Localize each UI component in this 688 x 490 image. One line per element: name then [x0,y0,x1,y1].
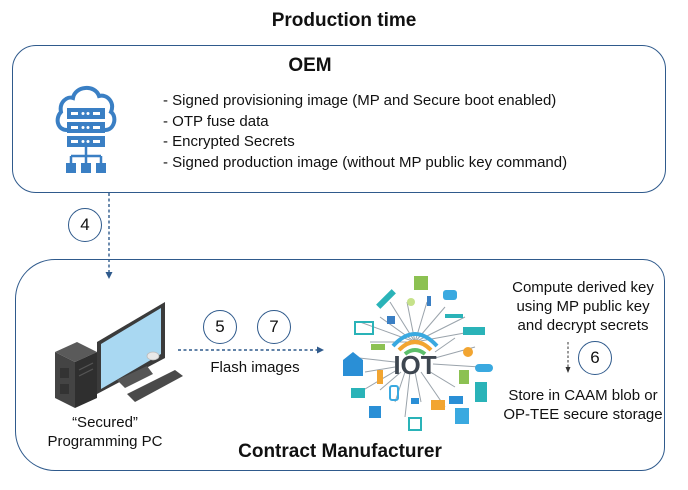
step-5-badge: 5 [203,310,237,344]
iot-text: IOT [393,350,436,380]
pc-label-line1: “Secured” [72,414,138,431]
diagram-title: Production time [271,10,417,31]
store-line-2: OP-TEE secure storage [503,406,663,423]
cloud-server-icon [55,86,117,173]
contract-manufacturer-title: Contract Manufacturer [238,441,442,462]
compute-derived-key-text: Compute derived key using MP public key … [498,278,668,335]
step-4-badge: 4 [68,208,102,242]
store-secrets-text: Store in CAAM blob or OP-TEE secure stor… [488,386,678,424]
list-item: - OTP fuse data [163,112,269,130]
step-6-badge: 6 [578,341,612,375]
compute-line-2: using MP public key [516,298,650,315]
compute-to-store-arrow [565,342,571,373]
oem-deliverables-list: - Signed provisioning image (MP and Secu… [163,91,567,173]
list-item: - Signed provisioning image (MP and Secu… [163,92,557,109]
store-line-1: Store in CAAM blob or [508,387,658,404]
compute-line-3: and decrypt secrets [517,317,649,334]
contract-manufacturer-box [15,259,665,471]
pc-label: “Secured” Programming PC [30,413,180,451]
desktop-computer-icon [55,302,183,408]
flash-arrow-right [178,346,324,354]
pc-label-line2: Programming PC [47,433,163,450]
compute-line-1: Compute derived key [512,279,654,296]
step-7-badge: 7 [257,310,291,344]
list-item: - Encrypted Secrets [163,133,295,150]
oem-title: OEM [288,55,332,76]
list-item: - Signed production image (without MP pu… [163,153,568,171]
oem-box [12,45,666,193]
iot-devices-icon: IOT [343,276,493,431]
flash-images-label: Flash images [210,359,300,376]
